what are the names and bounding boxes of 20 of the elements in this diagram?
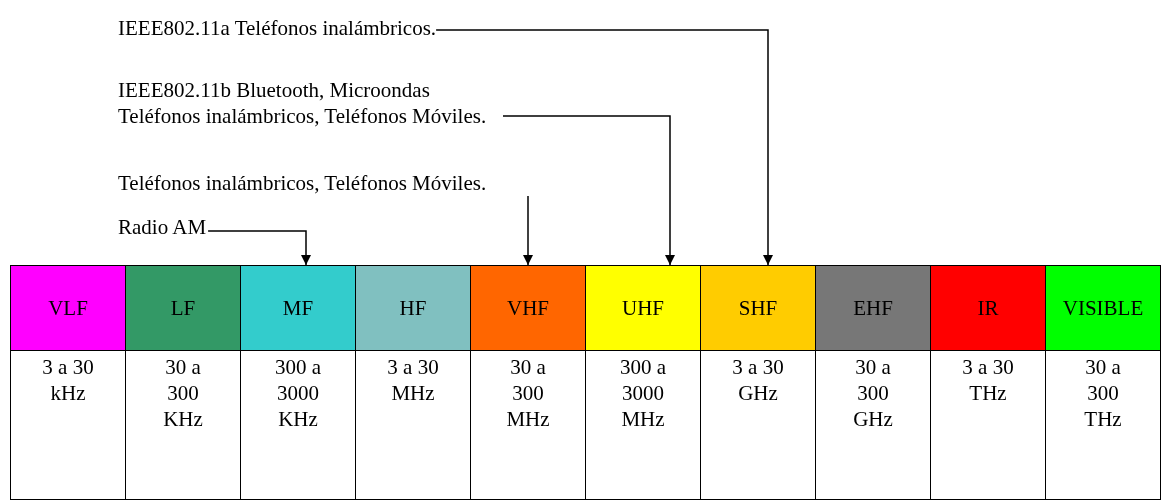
application-label: IEEE802.11b Bluetooth, Microondas Teléfonos inalámbricos, Teléfonos Móviles. — [118, 77, 503, 129]
band-cell: IR — [930, 265, 1046, 351]
application-label: Radio AM — [118, 214, 207, 240]
frequency-cell: 30 a 300 THz — [1045, 350, 1161, 500]
band-cell: MF — [240, 265, 356, 351]
band-cell: EHF — [815, 265, 931, 351]
application-label: Teléfonos inalámbricos, Teléfonos Móviles. — [118, 170, 487, 196]
band-cell: VHF — [470, 265, 586, 351]
arrow — [522, 195, 534, 266]
arrow — [435, 29, 774, 266]
band-cell: LF — [125, 265, 241, 351]
band-cell: HF — [355, 265, 471, 351]
band-cell: UHF — [585, 265, 701, 351]
frequency-cell: 3 a 30 kHz — [10, 350, 126, 500]
band-cell: VLF — [10, 265, 126, 351]
application-label: IEEE802.11a Teléfonos inalámbricos. — [118, 15, 437, 41]
band-cell: SHF — [700, 265, 816, 351]
band-cell: VISIBLE — [1045, 265, 1161, 351]
arrow — [207, 230, 312, 266]
arrow — [502, 115, 676, 266]
